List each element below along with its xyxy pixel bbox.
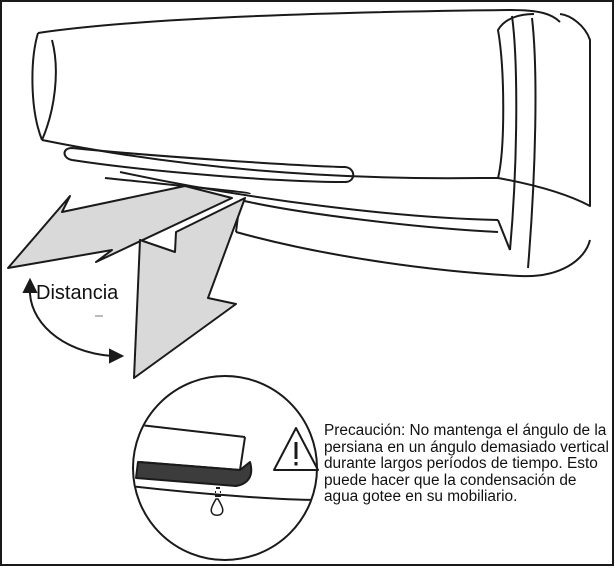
louver-blade xyxy=(135,461,253,487)
airflow-arrow-icon xyxy=(7,185,246,379)
water-drop-icon xyxy=(210,498,224,516)
caution-text: Precaución: No mantenga el ángulo de la … xyxy=(324,422,609,505)
warning-triangle-icon xyxy=(273,427,319,471)
distance-label: Distancia xyxy=(36,282,119,304)
curved-double-arrow-icon xyxy=(22,277,125,364)
